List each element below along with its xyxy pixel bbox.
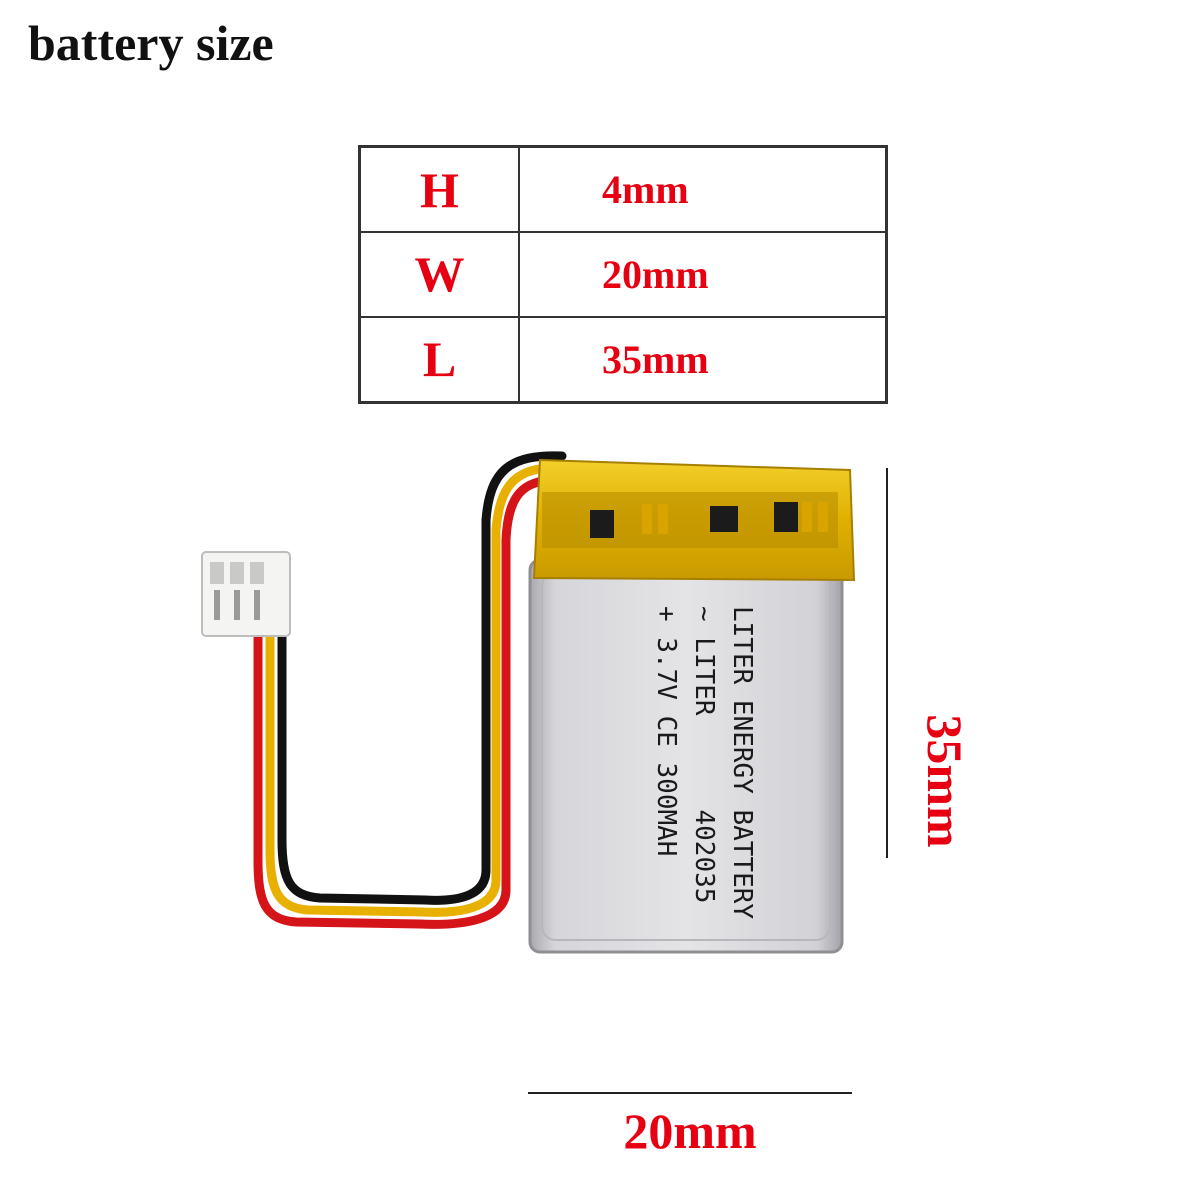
spec-key-l: L [358, 315, 520, 404]
height-dimension-line [886, 468, 888, 858]
height-dimension-label: 35mm [917, 714, 973, 848]
spec-value-w: 20mm [518, 231, 888, 318]
wire-bundle [253, 451, 567, 929]
connector-icon [201, 551, 291, 637]
spec-value-l: 35mm [518, 315, 888, 404]
width-dimension-label: 20mm [623, 1103, 757, 1159]
page-title: battery size [28, 15, 274, 71]
battery-label: LITER ENERGY BATTERY ~ LITER 402035 + 3.… [651, 606, 757, 919]
width-dimension-line [528, 1092, 852, 1094]
table-row: H 4mm [358, 145, 888, 234]
battery-cell [528, 558, 844, 954]
spec-key-h: H [358, 145, 520, 234]
spec-table: H 4mm W 20mm L 35mm [358, 145, 888, 404]
battery-image: LITER ENERGY BATTERY ~ LITER 402035 + 3.… [201, 451, 856, 954]
spec-value-h: 4mm [518, 145, 888, 234]
battery-label-line2: ~ LITER 402035 [689, 606, 719, 903]
battery-label-line3: + 3.7V CE 300MAH [651, 606, 681, 856]
pcb-tape [532, 458, 856, 582]
spec-key-w: W [358, 231, 520, 318]
table-row: W 20mm [358, 231, 888, 318]
battery-label-line1: LITER ENERGY BATTERY [727, 606, 757, 919]
table-row: L 35mm [358, 315, 888, 404]
